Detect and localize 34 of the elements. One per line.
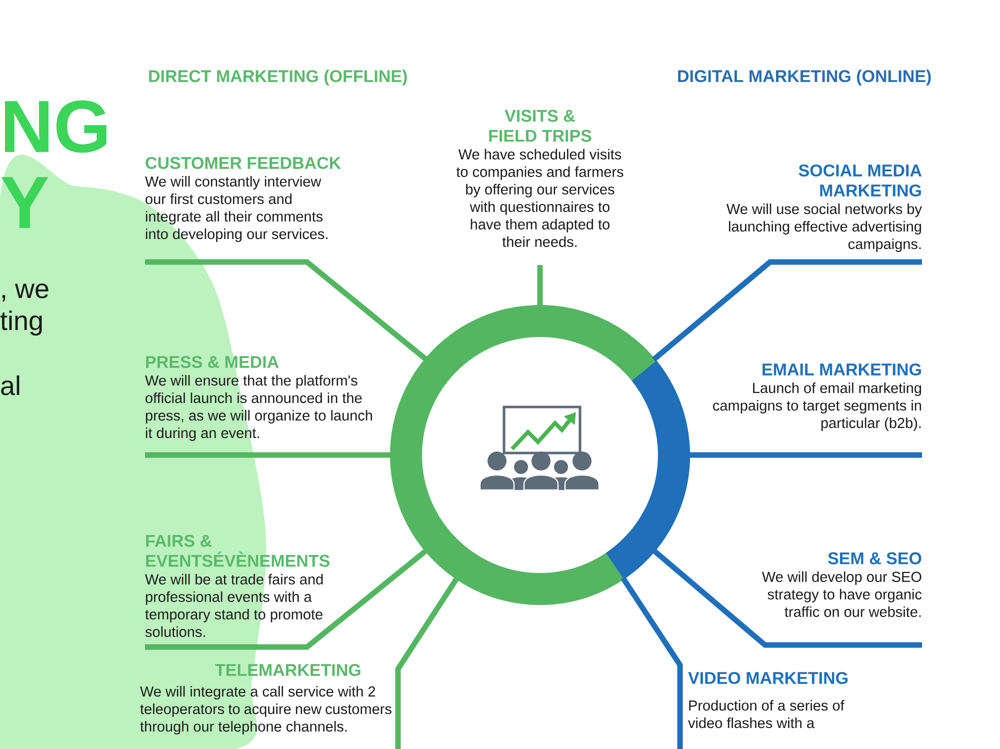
heading: EMAIL MARKETING <box>762 363 921 376</box>
connector-line <box>395 576 460 749</box>
connector-line <box>688 452 922 458</box>
description: We will integrate a call service with 2 teleoperators to acquire new customers through our telephone channels. <box>140 686 392 734</box>
heading: VIDEO MARKETING <box>688 672 848 684</box>
heading: PRESS & MEDIA <box>146 356 279 368</box>
text-fragment: , we <box>2 283 48 302</box>
section-heading: DIRECT MARKETING (OFFLINE) <box>149 70 407 86</box>
connector-line <box>145 259 428 362</box>
text-fragment: ting <box>0 310 42 336</box>
description: We will ensure that the platform's official launch is announced in the press, as we will organize to launch it during an event. <box>145 375 372 441</box>
heading: CUSTOMER FEEDBACK <box>146 156 341 169</box>
title-fragment: Y <box>1 177 48 228</box>
connector-line <box>652 259 922 362</box>
description: Launch of email marketing campaigns to target segments in particular (b2b). <box>713 382 922 431</box>
heading: SEM & SEO <box>828 552 922 564</box>
title-fragment: NG <box>4 100 106 153</box>
description: We will use social networks by launching effective advertising campaigns. <box>726 204 922 252</box>
connector-line <box>537 265 543 306</box>
connector-line <box>652 548 922 648</box>
heading: SOCIAL MEDIA MARKETING <box>798 164 922 196</box>
text-fragment: al <box>1 375 20 396</box>
description: We will be at trade fairs and professional events with a temporary stand to promote solutions. <box>145 574 323 637</box>
connector-line <box>145 548 428 650</box>
description: We have scheduled visits to companies and farmers by offering our services with questionnaires to have them adapted to their needs. <box>456 148 624 247</box>
connector-line <box>620 576 683 749</box>
heading: VISITS & FIELD TRIPS <box>489 110 592 142</box>
description: We will develop our SEO strategy to have organic traffic on our website. <box>762 571 922 617</box>
description: Production of a series of video flashes with a <box>688 700 844 728</box>
connector-line <box>145 452 392 458</box>
description: We will constantly interview our first customers and integrate all their comments into developing our services. <box>145 176 328 242</box>
section-heading: DIGITAL MARKETING (ONLINE) <box>678 70 931 86</box>
heading: TELEMARKETING <box>215 664 360 676</box>
ring <box>390 305 690 605</box>
